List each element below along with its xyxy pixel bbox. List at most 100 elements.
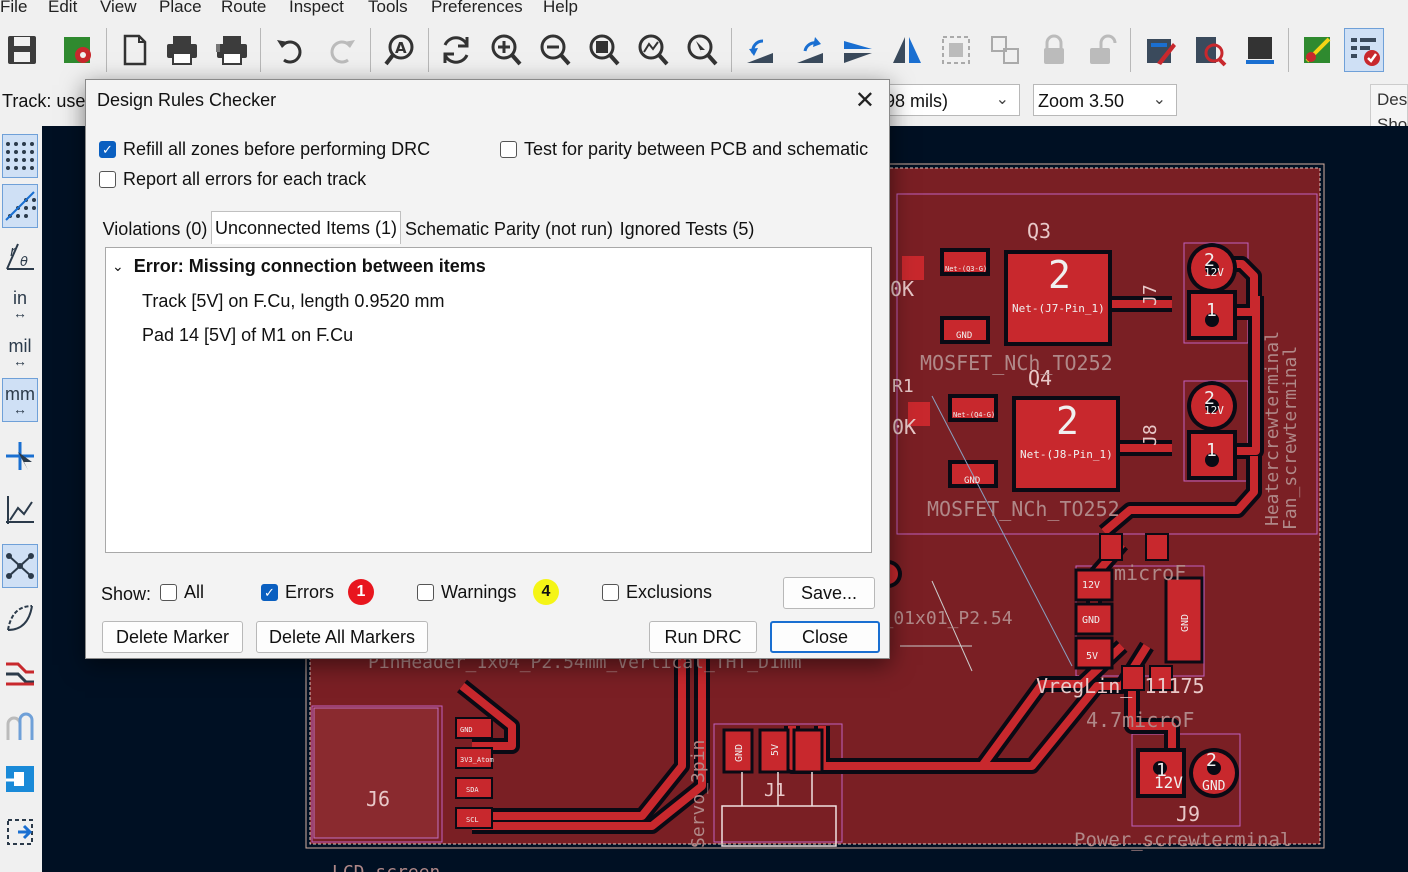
checkmark-icon: ✓	[261, 584, 278, 601]
q4-gate-net-label: Net-(Q4-G)	[953, 411, 995, 419]
zone-display-icon[interactable]	[2, 756, 38, 800]
j8-12v-label: 12V	[1204, 404, 1224, 417]
warnings-count-badge: 4	[533, 579, 559, 605]
error-item-pad[interactable]: Pad 14 [5V] of M1 on F.Cu	[142, 325, 354, 345]
menu-place[interactable]: Place	[159, 0, 202, 16]
show-warnings-label: Warnings	[441, 582, 517, 602]
drc-icon[interactable]	[1344, 28, 1384, 72]
group-icon[interactable]	[936, 28, 976, 72]
page-settings-icon[interactable]	[114, 28, 154, 72]
chevron-down-icon: ⌄	[995, 91, 1009, 108]
rotate-cw-icon[interactable]	[790, 28, 830, 72]
zoom-fit-icon[interactable]	[584, 28, 624, 72]
save-button[interactable]: Save...	[783, 577, 875, 609]
redo-icon[interactable]	[322, 28, 362, 72]
j9-pin2-label: 2	[1206, 750, 1217, 771]
tab-ignored-tests[interactable]: Ignored Tests (5)	[619, 218, 755, 239]
print-icon[interactable]	[162, 28, 202, 72]
close-button[interactable]: Close	[770, 621, 880, 653]
delete-all-markers-button[interactable]: Delete All Markers	[256, 621, 428, 653]
show-errors-label: Errors	[285, 582, 334, 602]
zoom-objects-icon[interactable]	[633, 28, 673, 72]
menu-tools[interactable]: Tools	[368, 0, 408, 16]
test-parity-label: Test for parity between PCB and schemati…	[524, 139, 869, 159]
error-tree-item[interactable]: ⌄ Error: Missing connection between item…	[112, 256, 486, 277]
report-all-checkbox[interactable]: Report all errors for each track	[99, 169, 366, 190]
grid-dots-icon[interactable]	[2, 134, 38, 178]
run-drc-button[interactable]: Run DRC	[649, 621, 757, 653]
edit-footprint-icon[interactable]	[1140, 28, 1180, 72]
grid-select[interactable]: 98 mils) ⌄	[880, 84, 1020, 116]
j6-ref-label: J6	[366, 787, 390, 811]
undo-icon[interactable]	[270, 28, 310, 72]
zoom-selection-icon[interactable]	[682, 28, 722, 72]
j8-ref-label: J8	[1140, 424, 1161, 446]
error-item-track[interactable]: Track [5V] on F.Cu, length 0.9520 mm	[142, 291, 445, 311]
units-inch-label: in	[12, 288, 27, 308]
unlock-icon[interactable]	[1082, 28, 1122, 72]
track-width-label[interactable]: Track: use r	[2, 91, 97, 111]
menu-preferences[interactable]: Preferences	[431, 0, 523, 16]
j9-gnd-label: GND	[1202, 779, 1226, 794]
plot-icon[interactable]	[212, 28, 252, 72]
unconnected-items-list[interactable]: ⌄ Error: Missing connection between item…	[105, 247, 872, 553]
units-inch-button[interactable]: in ↔	[2, 282, 38, 326]
delete-marker-button[interactable]: Delete Marker	[102, 621, 243, 653]
lock-icon[interactable]	[1034, 28, 1074, 72]
menu-help[interactable]: Help	[543, 0, 578, 16]
power-terminal-label: Power_screwterminal	[1074, 829, 1291, 851]
tab-violations[interactable]: Violations (0)	[102, 218, 208, 239]
j9-ref-label: J9	[1176, 802, 1200, 826]
show-all-checkbox[interactable]: All	[160, 582, 204, 603]
rotate-ccw-icon[interactable]	[740, 28, 780, 72]
units-mm-button[interactable]: mm ↔	[2, 378, 38, 422]
tab-unconnected-items[interactable]: Unconnected Items (1)	[211, 211, 401, 244]
menu-view[interactable]: View	[100, 0, 137, 16]
scripting-icon[interactable]	[1298, 28, 1338, 72]
double-arrow-icon: ↔	[13, 401, 27, 417]
grid-overrides-icon[interactable]	[2, 184, 38, 228]
cursor-icon[interactable]	[2, 434, 38, 478]
net-highlight-icon[interactable]	[2, 652, 38, 696]
curved-ratsnest-icon[interactable]	[2, 596, 38, 640]
cap-label: 4.7microF	[1086, 708, 1194, 732]
show-warnings-checkbox[interactable]: Warnings	[417, 582, 516, 603]
track-display-icon[interactable]	[2, 704, 38, 748]
zoom-in-icon[interactable]	[486, 28, 526, 72]
zoom-select[interactable]: Zoom 3.50 ⌄	[1033, 84, 1177, 116]
show-errors-checkbox[interactable]: ✓ Errors	[261, 582, 334, 603]
menu-edit[interactable]: Edit	[48, 0, 78, 16]
tab-schematic-parity[interactable]: Schematic Parity (not run)	[404, 218, 614, 239]
close-icon[interactable]: ✕	[854, 87, 875, 114]
ungroup-icon[interactable]	[985, 28, 1025, 72]
ratsnest-icon[interactable]	[2, 544, 38, 588]
right-panel-label-1: Des	[1377, 90, 1408, 109]
q3-gate-net-label: Net-(Q3-G)	[945, 265, 987, 273]
footprint-browser-icon[interactable]	[1190, 28, 1230, 72]
show-exclusions-checkbox[interactable]: Exclusions	[602, 582, 712, 603]
board-setup-icon[interactable]	[58, 28, 98, 72]
menu-file[interactable]: File	[0, 0, 28, 16]
refill-zones-checkbox[interactable]: ✓ Refill all zones before performing DRC	[99, 139, 430, 160]
menu-route[interactable]: Route	[221, 0, 267, 16]
chevron-down-icon: ⌄	[1152, 91, 1166, 108]
zoom-out-icon[interactable]	[535, 28, 575, 72]
footprint-library-icon[interactable]	[1240, 28, 1280, 72]
chevron-down-icon[interactable]: ⌄	[112, 258, 124, 274]
menu-inspect[interactable]: Inspect	[289, 0, 344, 16]
units-mil-button[interactable]: mil ↔	[2, 330, 38, 374]
j6-scl-label: SCL	[466, 816, 479, 824]
ratsnest-curve-icon[interactable]	[2, 488, 38, 532]
test-parity-checkbox[interactable]: Test for parity between PCB and schemati…	[500, 139, 868, 160]
flip-board-icon[interactable]	[838, 28, 878, 72]
refresh-icon[interactable]	[436, 28, 476, 72]
find-icon[interactable]: A	[380, 28, 420, 72]
units-mil-label: mil	[8, 336, 32, 356]
save-icon[interactable]	[2, 28, 42, 72]
j9-12v-label: 12V	[1154, 773, 1183, 792]
errors-count-badge: 1	[348, 579, 374, 605]
keepout-icon[interactable]	[2, 810, 38, 854]
mirror-icon[interactable]	[887, 28, 927, 72]
cap-label-2: microF	[1114, 561, 1186, 585]
